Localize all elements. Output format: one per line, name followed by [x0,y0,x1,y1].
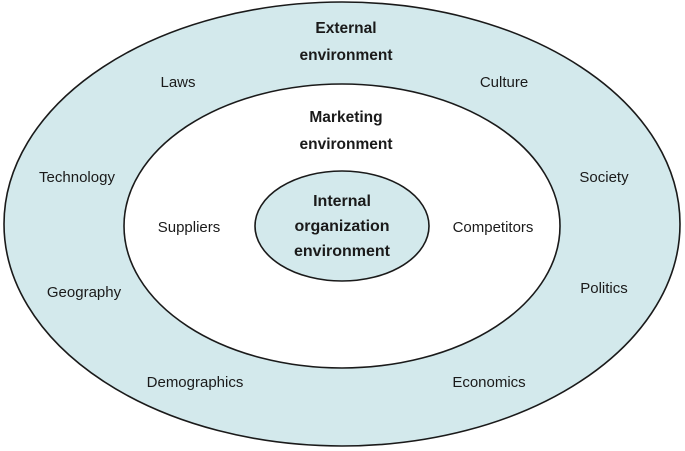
factor-culture: Culture [479,74,529,91]
marketing-title-line2: environment [299,136,393,153]
factor-economics: Economics [452,374,526,391]
factor-suppliers: Suppliers [157,219,221,236]
external-title-line2: environment [299,47,393,64]
factor-demographics: Demographics [146,374,244,391]
internal-title-line1: Internal [313,192,371,210]
factor-politics: Politics [580,280,628,297]
factor-competitors: Competitors [452,219,534,236]
internal-title-line3: environment [293,242,391,260]
factor-laws: Laws [160,74,196,91]
factor-technology: Technology [39,169,115,186]
internal-environment-title: Internal organization environment [294,190,390,264]
internal-environment-ellipse [254,170,430,282]
internal-title-line2: organization [294,217,390,235]
factor-society: Society [579,169,629,186]
marketing-title-line1: Marketing [309,108,383,126]
factor-geography: Geography [46,284,122,301]
marketing-environment-title: Marketing environment [299,104,392,158]
external-environment-title: External environment [299,15,392,69]
external-title-line1: External [315,19,377,37]
